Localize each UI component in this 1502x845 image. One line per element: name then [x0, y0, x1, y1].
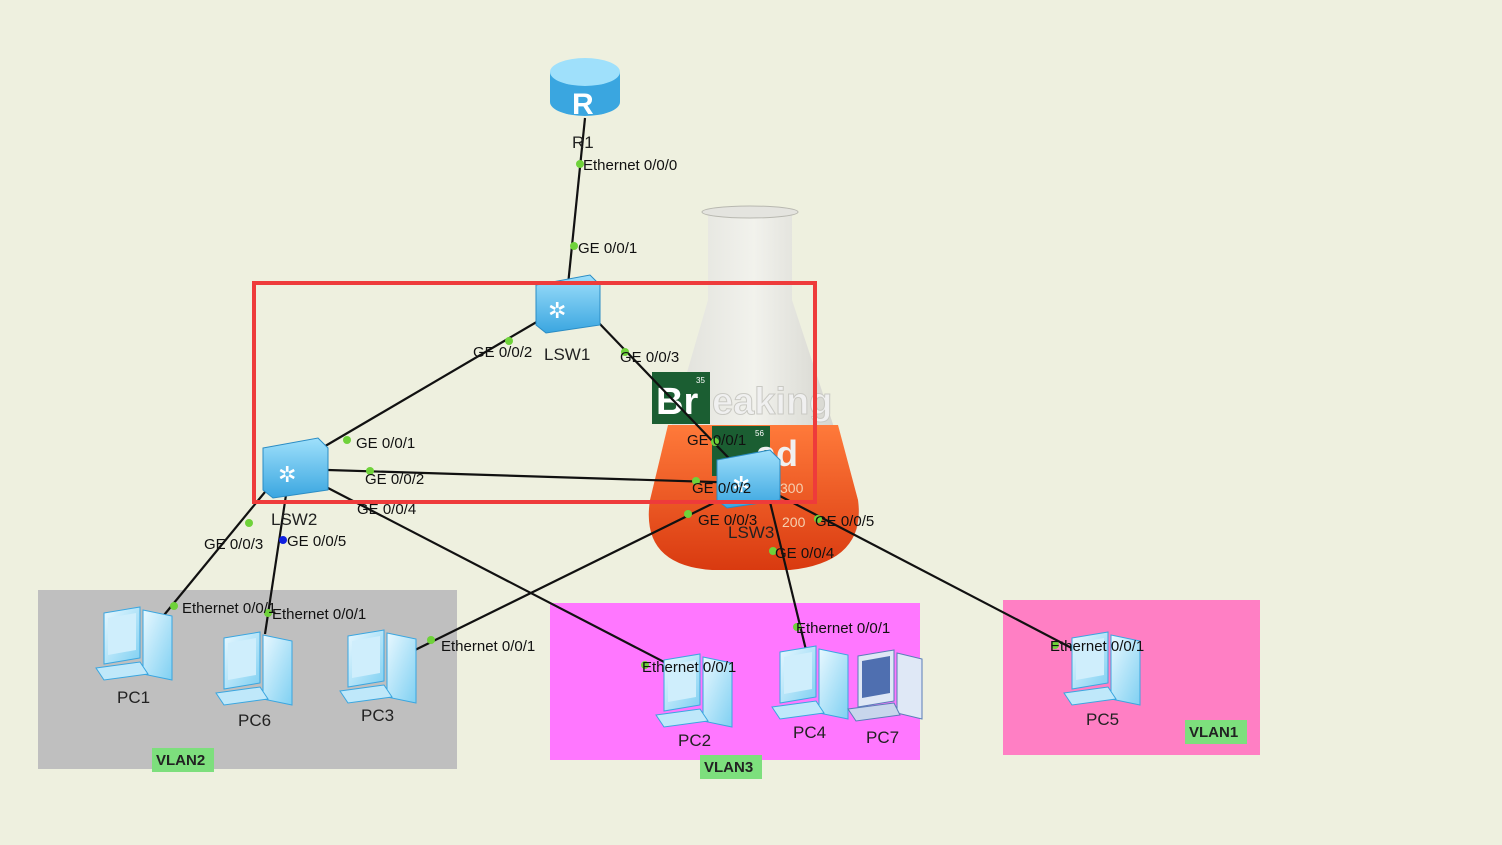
port-label: Ethernet 0/0/1 — [796, 620, 890, 637]
beaker-mark: 300 — [780, 480, 804, 496]
router-r1[interactable]: R R1 — [550, 58, 620, 152]
pc-pc6[interactable]: PC6 — [215, 631, 293, 730]
link-lsw1-lsw3 — [597, 321, 746, 476]
device-label: PC5 — [1086, 710, 1119, 729]
pc-icon — [847, 649, 923, 722]
device-label: R1 — [572, 133, 594, 152]
pc-pc3[interactable]: PC3 — [339, 629, 417, 725]
pc-icon — [771, 645, 849, 720]
pc-pc1[interactable]: PC1 — [95, 606, 173, 707]
link-lsw1-lsw2 — [297, 319, 541, 463]
port-dots — [170, 160, 1059, 669]
highlight-box — [252, 281, 817, 504]
logo-element-number: 35 — [696, 376, 705, 385]
switch-icon: ✲ — [535, 274, 601, 334]
svg-text:✲: ✲ — [732, 472, 750, 497]
port-label: Ethernet 0/0/1 — [642, 659, 736, 676]
port-label: GE 0/0/4 — [775, 545, 834, 562]
device-label: LSW3 — [728, 523, 774, 542]
svg-text:✲: ✲ — [548, 298, 566, 323]
device-label: PC3 — [361, 706, 394, 725]
beaker-mark: 200 — [782, 514, 806, 530]
vlan3-tag: VLAN3 — [700, 755, 762, 779]
port-label: Ethernet 0/0/1 — [441, 638, 535, 655]
pc-pc5[interactable]: PC5 — [1063, 631, 1141, 729]
vlan2-tag: VLAN2 — [152, 748, 214, 772]
pc-icon — [655, 653, 733, 728]
svg-text:✲: ✲ — [278, 462, 296, 487]
port-label: GE 0/0/4 — [357, 501, 416, 518]
port-label: GE 0/0/5 — [287, 533, 346, 550]
pc-pc7[interactable]: PC7 — [847, 649, 923, 747]
svg-text:VLAN1: VLAN1 — [1189, 724, 1238, 741]
switch-lsw3[interactable]: ✲ LSW3 — [716, 449, 781, 542]
port-label: GE 0/0/5 — [815, 513, 874, 530]
port-label: GE 0/0/2 — [473, 344, 532, 361]
switch-lsw2[interactable]: ✲ LSW2 — [262, 437, 329, 529]
links — [159, 117, 1086, 679]
svg-text:VLAN3: VLAN3 — [704, 759, 753, 776]
port-label: Ethernet 0/0/1 — [1050, 638, 1144, 655]
device-label: PC1 — [117, 688, 150, 707]
switch-icon: ✲ — [716, 449, 781, 509]
logo-element-number: 56 — [755, 429, 764, 438]
link-lsw2-pc1 — [159, 491, 266, 621]
device-label: PC7 — [866, 728, 899, 747]
link-lsw2-lsw3 — [327, 468, 746, 485]
svg-text:R: R — [572, 88, 594, 121]
pc-icon — [339, 629, 417, 704]
logo-element-br: Br — [656, 381, 698, 423]
port-label: GE 0/0/2 — [692, 480, 751, 497]
pc-pc2[interactable]: PC2 — [655, 653, 733, 750]
pc-icon — [95, 606, 173, 681]
link-lsw3-pc5 — [777, 494, 1086, 656]
device-label: PC6 — [238, 711, 271, 730]
device-label: LSW1 — [544, 345, 590, 364]
port-label: Ethernet 0/0/0 — [583, 157, 677, 174]
port-label: GE 0/0/1 — [687, 432, 746, 449]
port-label: Ethernet 0/0/1 — [272, 606, 366, 623]
port-label: GE 0/0/1 — [578, 240, 637, 257]
port-label: Ethernet 0/0/1 — [182, 600, 276, 617]
link-lsw2-pc2 — [327, 487, 696, 679]
port-label: GE 0/0/3 — [698, 512, 757, 529]
port-label: GE 0/0/1 — [356, 435, 415, 452]
link-r1-lsw1 — [566, 117, 587, 286]
port-label: GE 0/0/3 — [620, 349, 679, 366]
port-label: GE 0/0/3 — [204, 536, 263, 553]
logo-text: eaking — [712, 381, 832, 423]
port-label: GE 0/0/2 — [365, 471, 424, 488]
pc-pc4[interactable]: PC4 — [771, 645, 849, 742]
pc-icon — [215, 631, 293, 706]
vlan1-tag: VLAN1 — [1185, 720, 1247, 744]
router-icon: R — [550, 58, 620, 121]
device-label: PC2 — [678, 731, 711, 750]
device-label: PC4 — [793, 723, 826, 742]
link-lsw3-pc3 — [414, 494, 731, 651]
port-labels: Ethernet 0/0/0 GE 0/0/1 GE 0/0/2 GE 0/0/… — [182, 157, 1144, 676]
device-label: LSW2 — [271, 510, 317, 529]
svg-text:VLAN2: VLAN2 — [156, 752, 205, 769]
switch-lsw1[interactable]: ✲ LSW1 — [535, 274, 601, 364]
switch-icon: ✲ — [262, 437, 329, 499]
pc-icon — [1063, 631, 1141, 706]
